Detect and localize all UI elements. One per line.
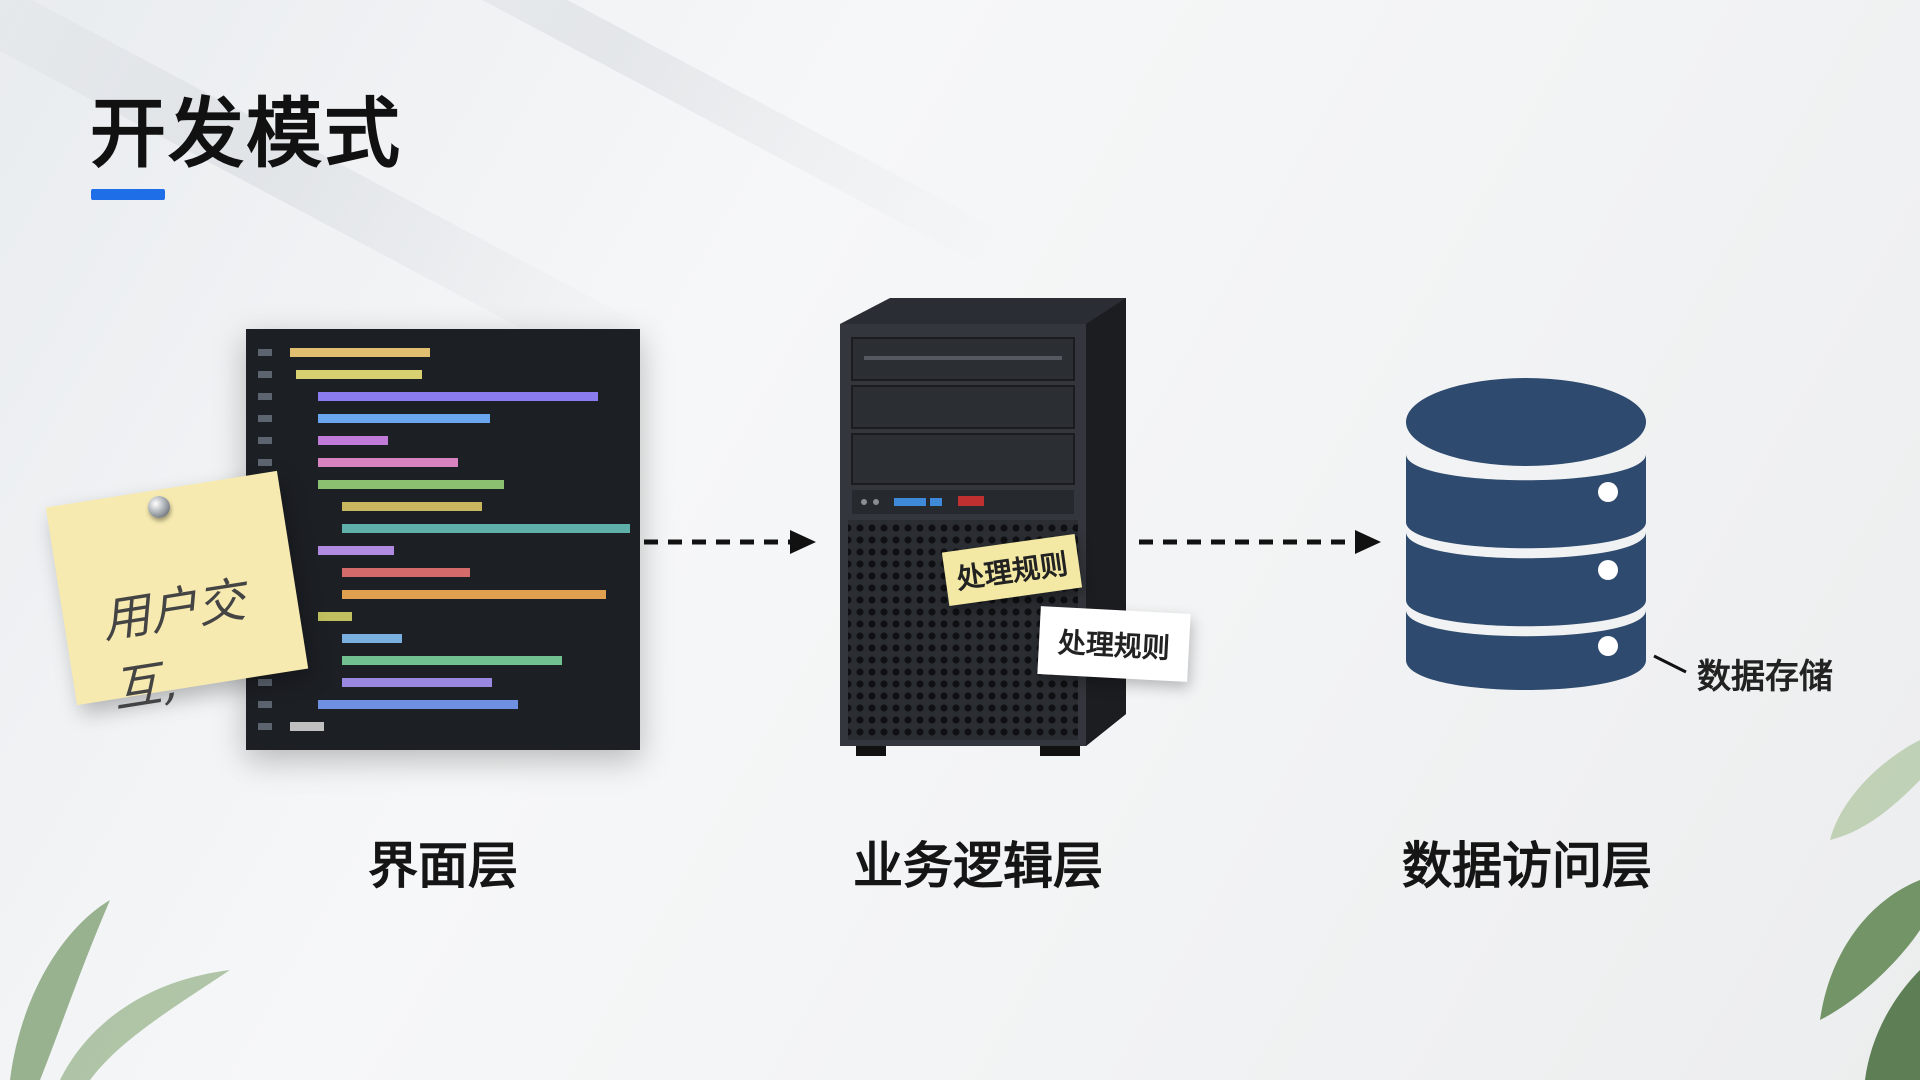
database-icon xyxy=(1406,378,1646,690)
server-tower-icon xyxy=(840,298,1126,756)
dashed-arrow-logic-to-data xyxy=(1139,530,1381,554)
layer-label-ui: 界面层 xyxy=(368,837,518,895)
data-storage-label: 数据存储 xyxy=(1697,657,1833,697)
slide-title: 开发模式 xyxy=(90,89,402,178)
plant-leaf-decoration xyxy=(1820,740,1920,1080)
pushpin-icon xyxy=(148,496,170,518)
sticky-note: 用户交互, xyxy=(45,470,309,719)
rules-sticker-white: 处理规则 xyxy=(1037,606,1191,682)
dashed-arrow-ui-to-logic xyxy=(644,530,816,554)
plant-leaf-decoration xyxy=(10,900,230,1080)
layer-label-business-logic: 业务逻辑层 xyxy=(853,837,1103,895)
code-editor-screen-icon xyxy=(246,329,640,750)
title-accent-bar xyxy=(91,189,165,200)
callout-line xyxy=(1653,654,1687,674)
layer-label-data-access: 数据访问层 xyxy=(1402,837,1652,895)
